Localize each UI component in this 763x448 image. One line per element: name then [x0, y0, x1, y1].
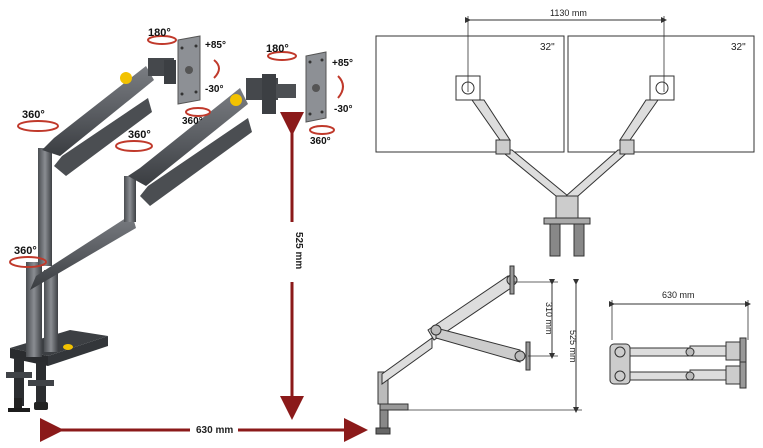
rotation-ring-left-swivel-icon — [185, 107, 211, 117]
product-render: 180° +85° -30° 360° 180° +85° -30° 360° … — [6, 27, 368, 442]
tilt-arc-right-icon — [337, 75, 344, 99]
rotation-indicators — [9, 35, 344, 268]
label-up-right: +85° — [332, 58, 353, 69]
label-monitor-left-size: 32" — [540, 42, 555, 53]
label-width-main: 630 mm — [196, 425, 233, 436]
monitor-right — [567, 35, 755, 153]
top-view — [609, 300, 751, 389]
vesa-plate-left — [177, 35, 201, 105]
label-swivel-right: 360° — [310, 136, 331, 147]
vesa-plate-right — [305, 51, 327, 123]
main-pole — [26, 262, 42, 357]
vesa-right — [649, 75, 675, 101]
lower-arm-logo — [230, 94, 242, 106]
label-monitor-right-size: 32" — [731, 42, 746, 53]
vesa-left — [455, 75, 481, 101]
label-top-view-width: 630 mm — [662, 290, 695, 300]
label-tilt-left: 180° — [148, 27, 171, 39]
label-swivel-left: 360° — [182, 116, 203, 127]
rotation-ring-base-icon — [9, 256, 47, 268]
label-down-right: -30° — [334, 104, 352, 115]
base-logo — [63, 344, 73, 350]
label-up-left: +85° — [205, 40, 226, 51]
upper-arm — [38, 58, 176, 266]
label-span-top: 1130 mm — [550, 8, 587, 18]
tilt-arc-left-icon — [213, 59, 220, 79]
rotation-ring-left-top-icon — [147, 35, 177, 45]
label-tilt-right: 180° — [266, 43, 289, 55]
lower-arm — [30, 74, 296, 290]
label-side-inner: 310 mm — [544, 302, 554, 335]
label-base-joint: 360° — [14, 245, 37, 257]
side-view — [375, 265, 582, 435]
label-mid-joint: 360° — [128, 129, 151, 141]
rotation-ring-right-top-icon — [267, 51, 297, 61]
upper-arm-logo — [120, 72, 132, 84]
label-upper-joint: 360° — [22, 109, 45, 121]
label-down-left: -30° — [205, 84, 223, 95]
monitor-left — [375, 35, 565, 153]
label-side-outer: 525 mm — [568, 330, 578, 363]
rotation-ring-right-swivel-icon — [309, 125, 335, 135]
front-view — [375, 16, 755, 257]
label-height-main: 525 mm — [293, 232, 304, 269]
rotation-ring-mid-icon — [115, 140, 153, 152]
rotation-ring-upper-icon — [17, 120, 59, 132]
